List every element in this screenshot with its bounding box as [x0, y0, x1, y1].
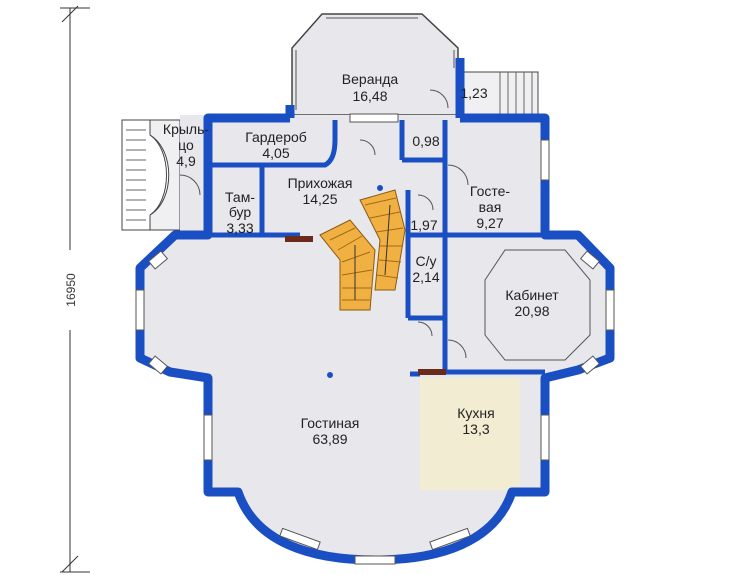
stair-mark: [377, 185, 383, 191]
room-area-wardrobe: 4,05: [262, 145, 289, 161]
room-area-living: 63,89: [312, 431, 347, 447]
interior-walls: [212, 120, 545, 377]
room-area-storage: 0,98: [412, 133, 439, 149]
room-name-tambour-2: бур: [229, 204, 252, 220]
room-area-kitchen: 13,3: [462, 421, 489, 437]
room-name-krylco-2: цо: [178, 137, 194, 153]
room-name-living: Гостиная: [301, 415, 360, 431]
room-name-wc: С/у: [416, 253, 437, 269]
room-area-tambour: 3,33: [226, 220, 253, 236]
staircase: [319, 189, 406, 311]
room-name-hall: Прихожая: [288, 175, 353, 191]
dimension-label-bg: [54, 250, 86, 330]
room-name-krylco-1: Крыль-: [163, 121, 209, 137]
room-name-wardrobe: Гардероб: [245, 129, 307, 145]
cabinet-octagon: [484, 249, 591, 361]
veranda-windows: [295, 17, 455, 110]
room-labels: Веранда 16,48 1,23 Крыль- цо 4,9 Гардеро…: [163, 71, 559, 447]
room-name-cabinet: Кабинет: [505, 287, 559, 303]
room-area-corridor: 1,97: [410, 217, 437, 233]
door-swings: [179, 89, 469, 359]
room-area-wc: 2,14: [412, 269, 439, 285]
room-name-kitchen: Кухня: [457, 405, 494, 421]
back-steps: [457, 71, 539, 115]
room-name-guest-1: Госте-: [470, 183, 510, 199]
doors: [285, 236, 446, 375]
room-area-guest: 9,27: [476, 215, 503, 231]
room-area-cabinet: 20,98: [514, 303, 549, 319]
room-area-porch-back: 1,23: [460, 85, 487, 101]
room-name-veranda: Веранда: [342, 71, 399, 87]
room-name-tambour-1: Там-: [225, 189, 255, 205]
windows: [135, 113, 615, 565]
kitchen-floor: [420, 378, 520, 490]
dimension-label: 16950: [64, 273, 78, 307]
room-area-veranda: 16,48: [352, 88, 387, 104]
room-area-hall: 14,25: [302, 191, 337, 207]
room-area-krylco: 4,9: [176, 153, 196, 169]
center-mark: [327, 372, 333, 378]
room-name-guest-2: вая: [479, 199, 502, 215]
porch: [121, 119, 181, 231]
